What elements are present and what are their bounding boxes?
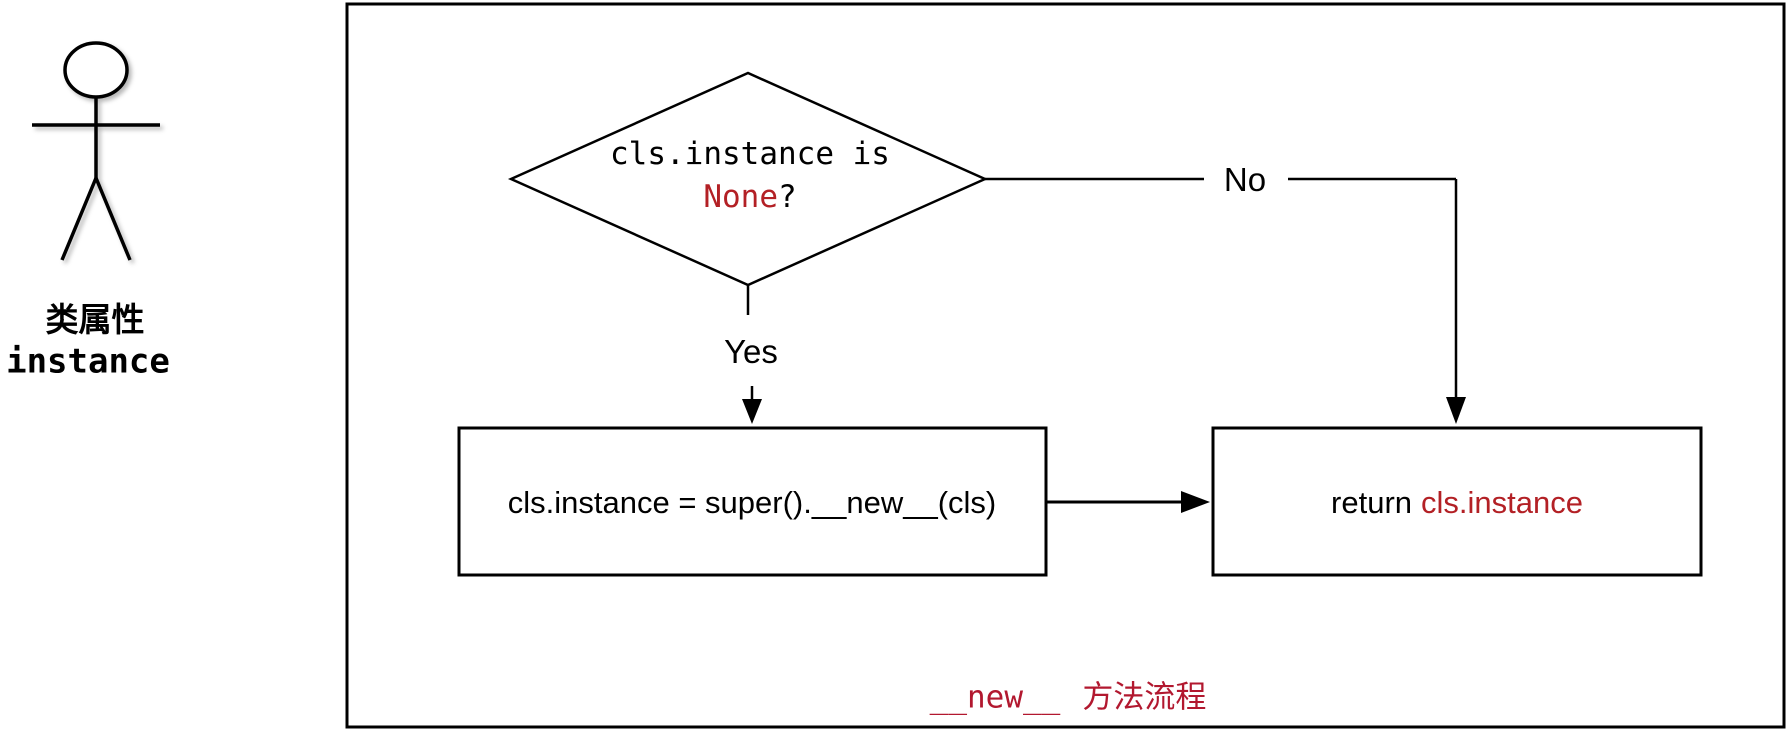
process-to-return-connector bbox=[1046, 491, 1210, 513]
flow-container-border bbox=[345, 2, 1786, 729]
diagram-caption: __new__ 方法流程 bbox=[930, 680, 1207, 717]
decision-text-line2: None? bbox=[703, 179, 797, 216]
decision-text-line1: cls.instance is bbox=[610, 136, 890, 173]
none-keyword: None bbox=[703, 179, 778, 216]
caption-label: 方法流程 bbox=[1082, 679, 1207, 715]
yes-branch-label: Yes bbox=[724, 333, 778, 371]
no-branch-label: No bbox=[1223, 161, 1267, 199]
return-keyword: return bbox=[1331, 485, 1413, 521]
return-box bbox=[1211, 426, 1703, 577]
question-mark: ? bbox=[777, 179, 797, 216]
yes-connector bbox=[742, 285, 762, 424]
stick-figure-icon bbox=[32, 41, 160, 261]
no-connector bbox=[985, 177, 1466, 424]
process-box-text: cls.instance = super().__new__(cls) bbox=[507, 485, 997, 521]
caption-method-name: __new__ bbox=[929, 679, 1061, 716]
process-box bbox=[457, 426, 1048, 577]
actor-title: 类属性 bbox=[45, 301, 145, 339]
actor-subtitle: instance bbox=[6, 341, 170, 382]
return-value: cls.instance bbox=[1421, 485, 1583, 521]
